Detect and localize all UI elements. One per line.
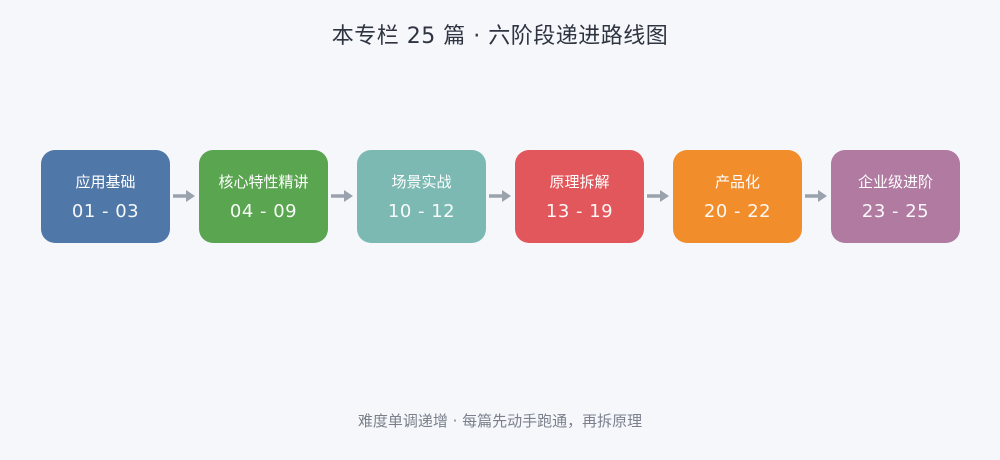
stage-range: 20 - 22 [703, 200, 772, 222]
stage-name: 企业级进阶 [857, 172, 933, 191]
stage-range: 01 - 03 [71, 200, 140, 222]
stage-name: 核心特性精讲 [218, 172, 309, 191]
stage-card: 产品化 20 - 22 [673, 150, 802, 243]
stage-range: 04 - 09 [229, 200, 298, 222]
stage-card: 企业级进阶 23 - 25 [831, 150, 960, 243]
stage-card: 核心特性精讲 04 - 09 [199, 150, 328, 243]
stage-card: 原理拆解 13 - 19 [515, 150, 644, 243]
stage-name: 原理拆解 [549, 172, 610, 191]
stage-roadmap: 应用基础 01 - 03 核心特性精讲 04 - 09 场景实战 10 - 12… [0, 150, 1000, 243]
stage-name: 场景实战 [391, 172, 452, 191]
stage-range: 23 - 25 [861, 200, 930, 222]
arrow-right-icon [173, 190, 195, 202]
arrow-right-icon [805, 190, 827, 202]
stage-name: 应用基础 [75, 172, 136, 191]
stage-range: 13 - 19 [545, 200, 614, 222]
stage-name: 产品化 [714, 172, 760, 191]
stage-card: 场景实战 10 - 12 [357, 150, 486, 243]
diagram-footer-note: 难度单调递增 · 每篇先动手跑通，再拆原理 [357, 412, 643, 430]
stage-range: 10 - 12 [387, 200, 456, 222]
arrow-right-icon [647, 190, 669, 202]
stage-card: 应用基础 01 - 03 [41, 150, 170, 243]
diagram-title: 本专栏 25 篇 · 六阶段递进路线图 [331, 24, 669, 49]
arrow-right-icon [489, 190, 511, 202]
arrow-right-icon [331, 190, 353, 202]
